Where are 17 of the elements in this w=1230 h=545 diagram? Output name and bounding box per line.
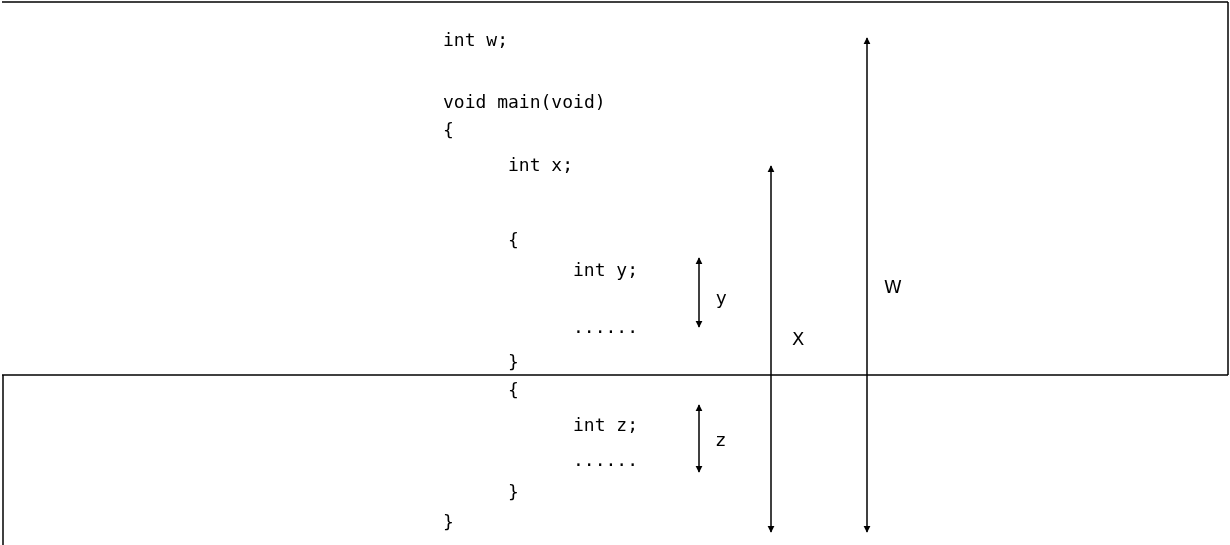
brace: {	[508, 379, 519, 401]
scope-label: y	[716, 287, 727, 309]
brace: {	[443, 119, 454, 141]
brace: {	[508, 229, 519, 251]
scope-label: X	[792, 328, 805, 350]
brace: }	[508, 481, 519, 503]
brace: }	[508, 351, 519, 373]
scope-label: W	[884, 276, 902, 298]
code-line: int y;	[573, 259, 639, 281]
code-line: int w;	[443, 29, 509, 51]
code-line: int x;	[508, 154, 574, 176]
scope-label: z	[716, 429, 726, 451]
ellipsis: ......	[573, 449, 639, 471]
ellipsis: ......	[573, 316, 639, 338]
code-line: void main(void)	[443, 91, 606, 113]
brace: }	[443, 511, 454, 533]
code-line: int z;	[573, 414, 639, 436]
